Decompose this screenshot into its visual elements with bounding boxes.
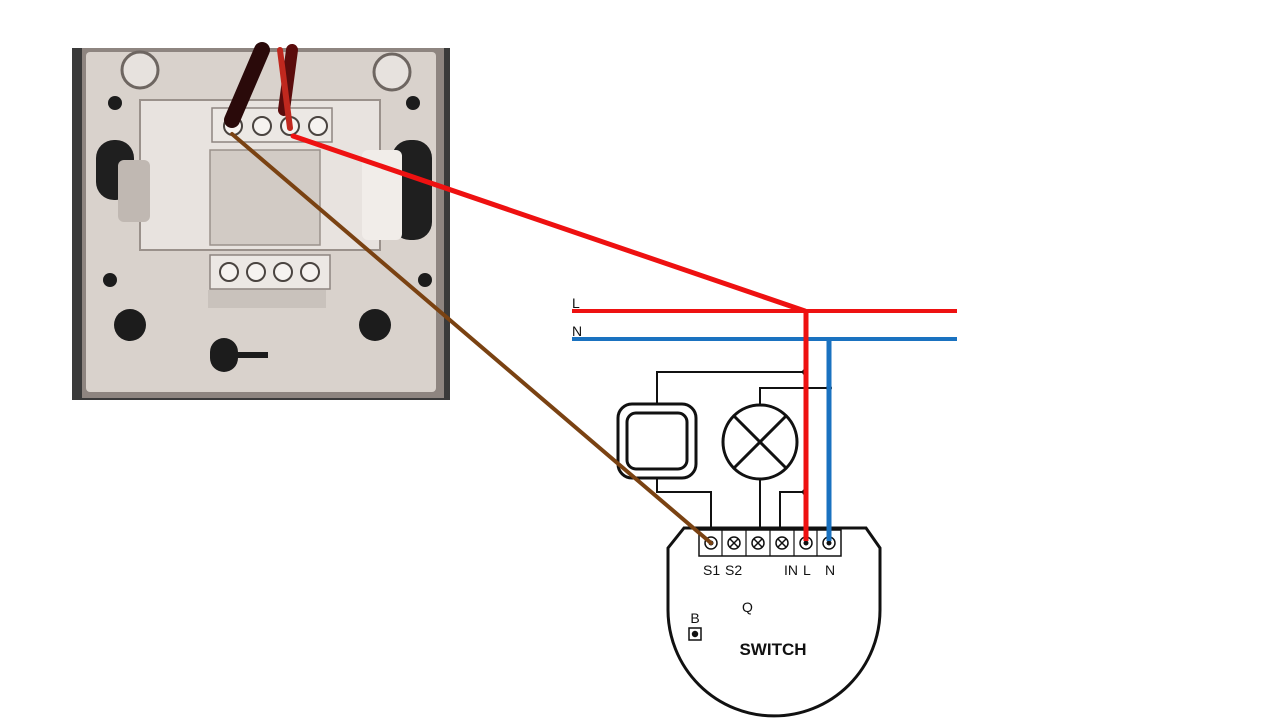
incoming-cable bbox=[277, 47, 293, 131]
relay-module-body bbox=[666, 526, 882, 718]
bottom-keyhole bbox=[210, 338, 268, 372]
left-rocker bbox=[118, 160, 150, 222]
terminal-l-label: L bbox=[803, 562, 811, 578]
terminal-s2-screw bbox=[727, 536, 741, 550]
push-button-switch-symbol bbox=[616, 402, 698, 480]
switch-leg-wire bbox=[230, 132, 713, 545]
line-supply-wire bbox=[290, 133, 808, 314]
service-button bbox=[688, 627, 702, 641]
terminal-n-screw bbox=[822, 536, 836, 550]
module-title: SWITCH bbox=[739, 640, 806, 659]
screw-hole bbox=[120, 50, 160, 90]
terminal-s2-label: S2 bbox=[725, 562, 742, 578]
relay-label: Q bbox=[742, 599, 753, 615]
mechanism-housing bbox=[209, 149, 321, 246]
wall-switch-photo bbox=[72, 42, 450, 400]
screw-hole bbox=[372, 52, 412, 92]
terminal-out-screw bbox=[751, 536, 765, 550]
terminal-s1-label: S1 bbox=[703, 562, 720, 578]
screw-hole bbox=[114, 309, 146, 341]
lamp-symbol bbox=[721, 403, 799, 481]
line-bus-label: L bbox=[572, 295, 580, 311]
terminal-block bbox=[698, 529, 842, 557]
mount-hole bbox=[406, 96, 420, 110]
mount-hole bbox=[418, 273, 432, 287]
mount-hole bbox=[108, 96, 122, 110]
service-button-label: B bbox=[690, 610, 699, 626]
bottom-terminals bbox=[208, 254, 331, 308]
mount-hole bbox=[103, 273, 117, 287]
incoming-cable bbox=[224, 42, 270, 128]
terminal-in-label: IN bbox=[784, 562, 798, 578]
right-rocker bbox=[362, 150, 402, 240]
terminal-in-screw bbox=[775, 536, 789, 550]
terminal-n-label: N bbox=[825, 562, 835, 578]
screw-hole bbox=[359, 309, 391, 341]
neutral-bus-label: N bbox=[572, 323, 582, 339]
